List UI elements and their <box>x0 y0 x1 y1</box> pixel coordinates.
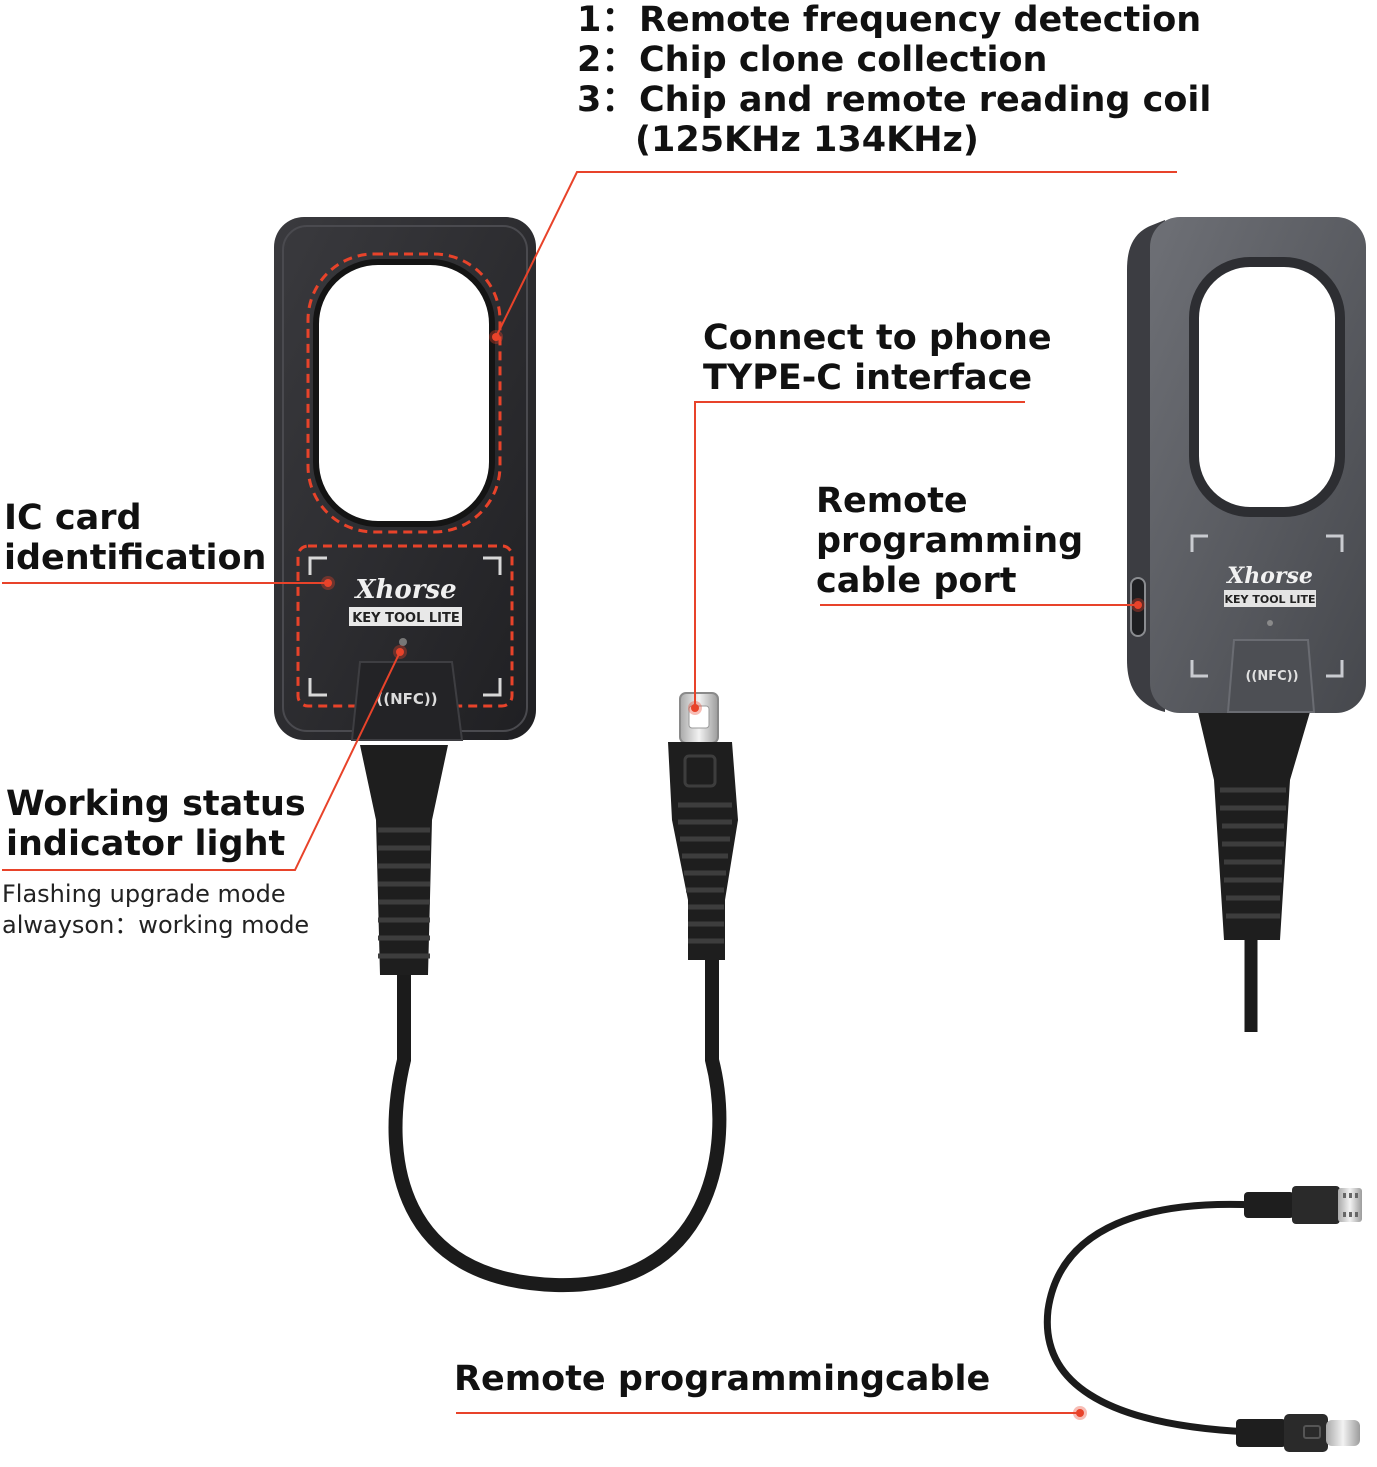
callout-features <box>495 171 1177 338</box>
status-led <box>399 638 407 646</box>
feature-item-2: 2：Chip clone collection <box>577 40 1048 80</box>
coil-window <box>313 259 495 527</box>
callout-lines <box>2 171 1177 1414</box>
feature-item-3: 3：Chip and remote reading coil <box>577 80 1212 120</box>
cable-port-label: Remote programming cable port <box>816 481 1084 601</box>
feature-item-1: 1：Remote frequency detection <box>577 0 1202 40</box>
callout-dots <box>321 330 1145 1420</box>
feature-list: 1：Remote frequency detection 2：Chip clon… <box>577 0 1211 160</box>
programming-cable-label: Remote programmingcable <box>454 1359 991 1399</box>
nfc-tab <box>350 661 464 741</box>
cable-loop <box>388 953 727 1293</box>
callout-status <box>2 651 401 871</box>
right-coil-window <box>1189 257 1345 517</box>
left-device: Xhorse KEY TOOL LITE ((NFC)) <box>274 217 727 1293</box>
nfc-label: ((NFC)) <box>376 690 437 708</box>
right-nfc-label: ((NFC)) <box>1245 669 1298 684</box>
model-label: KEY TOOL LITE <box>352 611 460 626</box>
right-brand-logo: Xhorse <box>1225 563 1313 589</box>
feature-frequencies: (125KHz 134KHz) <box>635 120 979 160</box>
usb-c-connector <box>668 692 738 960</box>
status-light-notes: Flashing upgrade mode alwayson：working m… <box>2 880 310 939</box>
callout-phone <box>694 401 1025 708</box>
right-device: Xhorse KEY TOOL LITE ((NFC)) <box>1127 217 1366 1032</box>
right-nfc-tab <box>1226 639 1316 713</box>
programming-cable-graphic <box>1043 1186 1362 1452</box>
phone-connector-label: Connect to phone TYPE-C interface <box>703 318 1052 398</box>
right-model-label: KEY TOOL LITE <box>1225 593 1316 606</box>
status-light-label: Working status indicator light <box>6 784 306 864</box>
brand-logo: Xhorse <box>353 575 456 605</box>
ic-card-label: IC card identification <box>4 498 267 578</box>
